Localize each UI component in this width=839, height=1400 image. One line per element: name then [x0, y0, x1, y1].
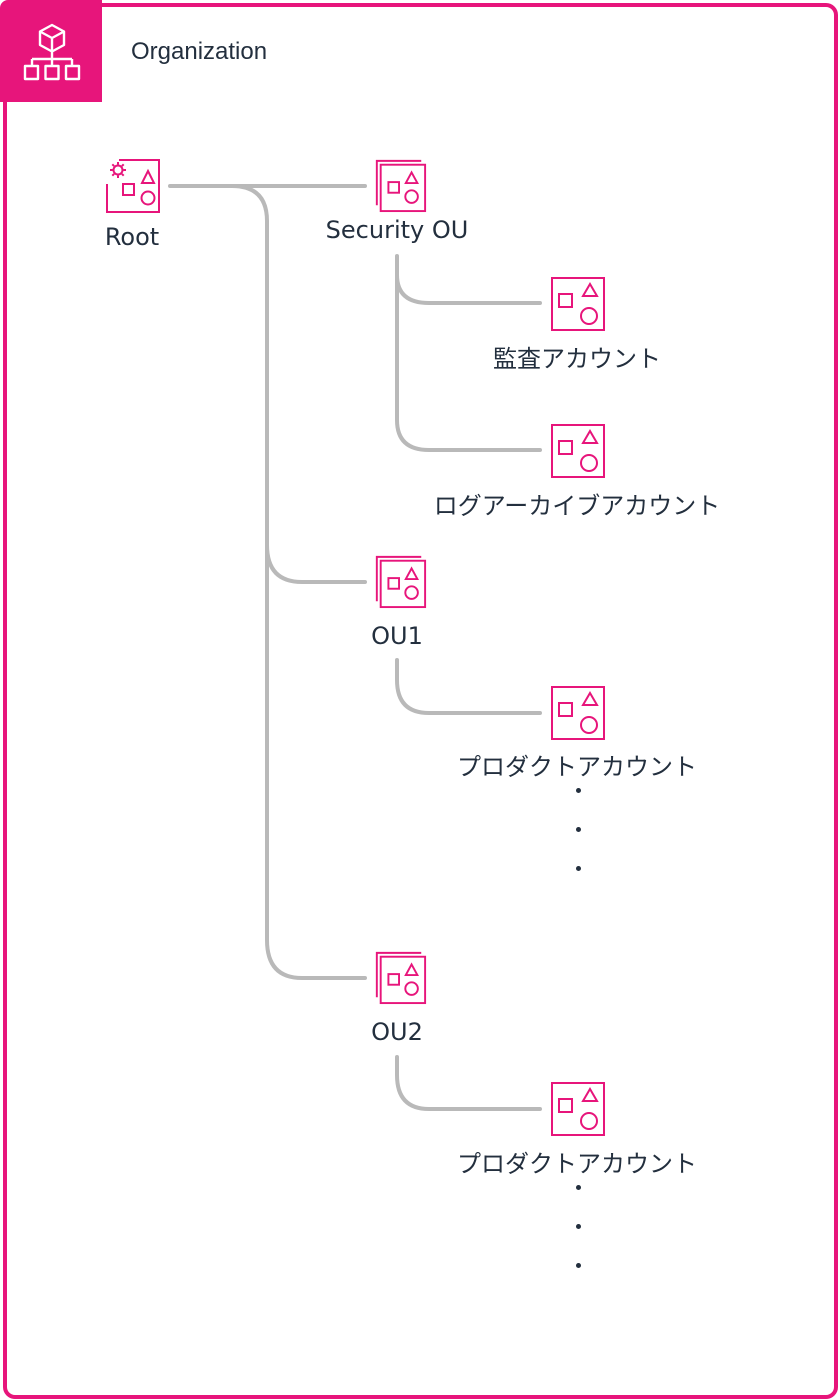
account-icon — [551, 277, 605, 331]
security-ou-label: Security OU — [325, 216, 469, 244]
account-icon — [551, 1082, 605, 1136]
account-icon — [551, 424, 605, 478]
organizational-unit-icon — [375, 555, 427, 609]
organization-root-icon — [106, 159, 160, 213]
account-icon — [551, 686, 605, 740]
root-label: Root — [104, 223, 160, 251]
audit-account-label: 監査アカウント — [493, 345, 661, 373]
ou1-label: OU1 — [371, 622, 423, 650]
ellipsis-vertical-icon — [573, 1185, 583, 1302]
organization-group — [3, 3, 838, 1399]
ellipsis-vertical-icon — [573, 788, 583, 905]
connector-root-trunk — [230, 184, 367, 980]
log-archive-account-label: ログアーカイブアカウント — [433, 492, 721, 520]
ou1-product-account-label: プロダクトアカウント — [457, 753, 697, 781]
organizational-unit-icon — [375, 951, 427, 1005]
connector-ou2-product — [395, 1055, 542, 1111]
ou2-label: OU2 — [371, 1018, 423, 1046]
organization-icon — [23, 23, 81, 81]
ou2-product-account-label: プロダクトアカウント — [457, 1150, 697, 1178]
connector-security-audit-branch — [395, 273, 542, 305]
connector-security-audit — [395, 254, 542, 452]
organization-badge — [0, 0, 102, 102]
connector-root-ou1 — [265, 543, 367, 584]
organizational-unit-icon — [375, 159, 427, 213]
organization-title: Organization — [131, 38, 268, 65]
connector-ou1-product — [395, 658, 542, 715]
